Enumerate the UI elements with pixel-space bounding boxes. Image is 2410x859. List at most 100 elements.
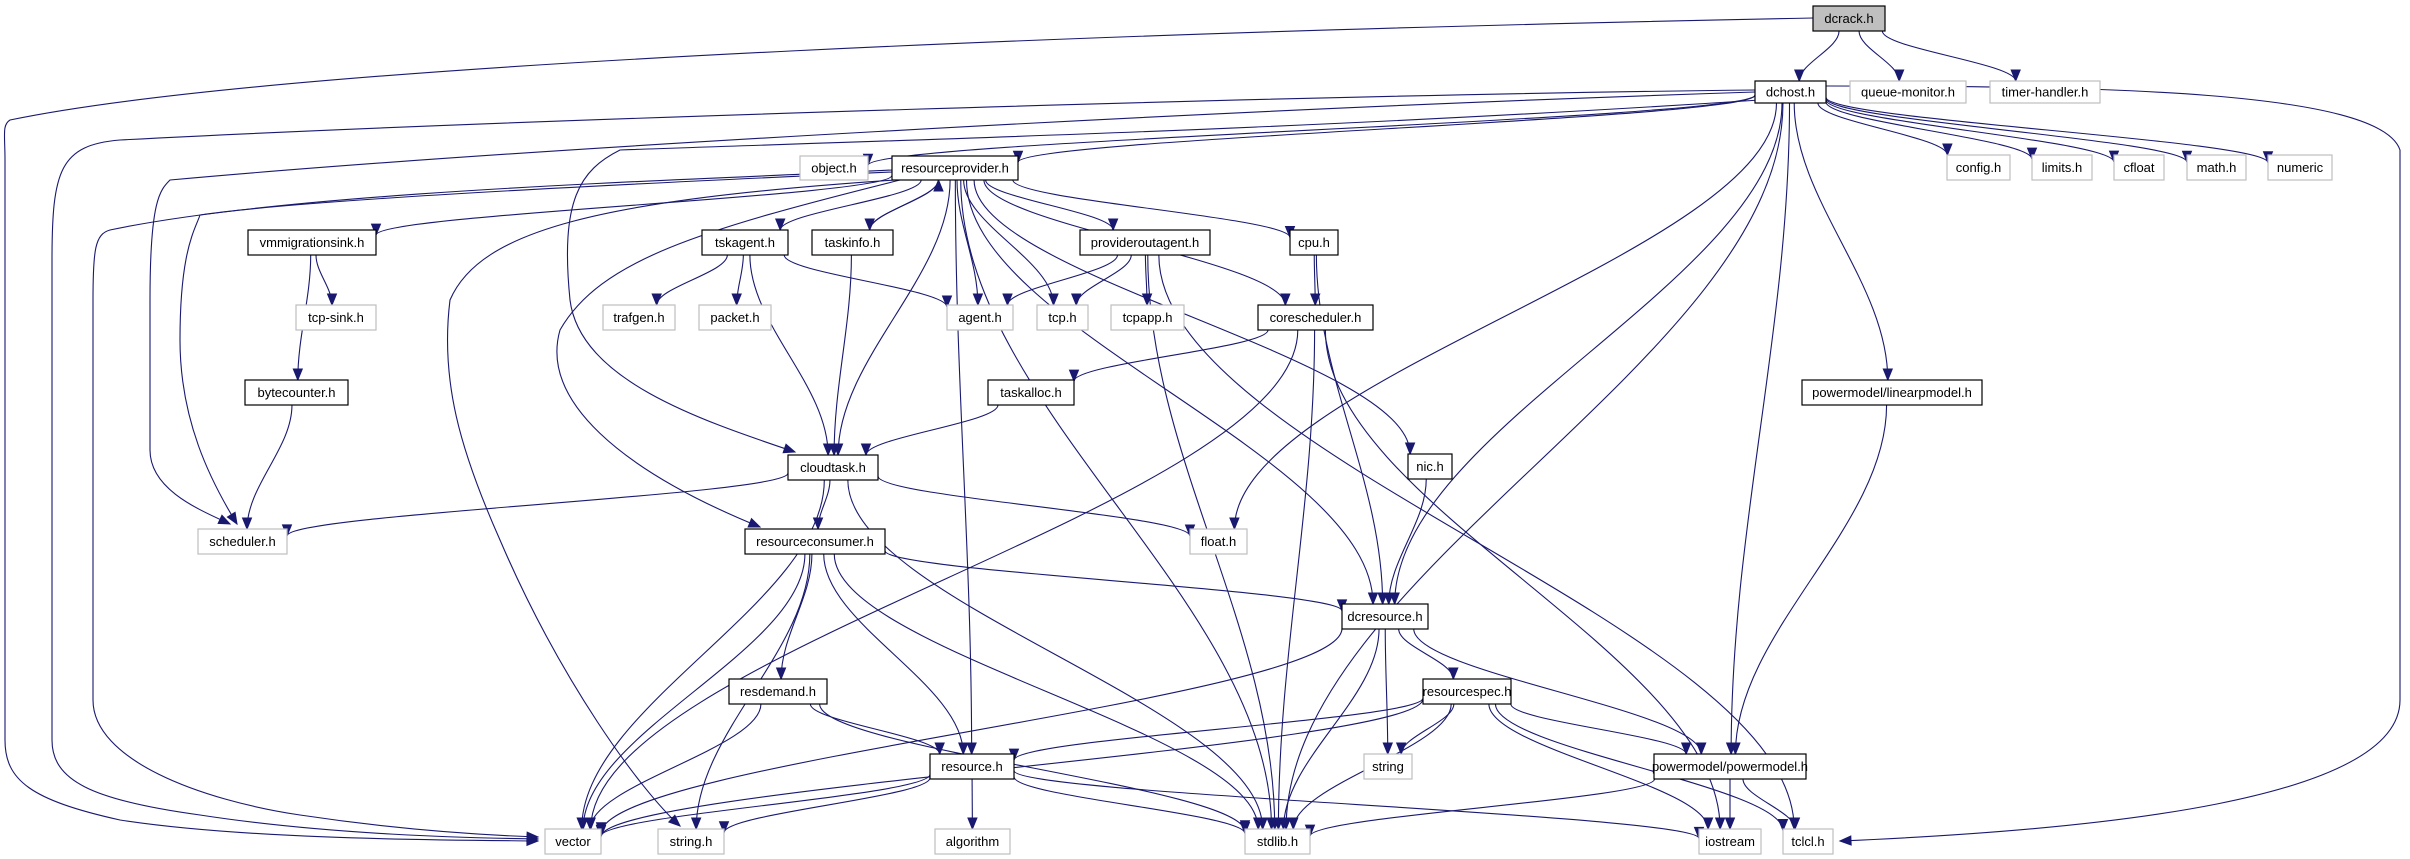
edge-resourceprovider-to-tskagent (774, 179, 922, 232)
arrowhead-icon (1777, 819, 1789, 832)
arrowhead-icon (1278, 817, 1289, 831)
node-powermodel[interactable]: powermodel/powermodel.h (1652, 753, 1808, 780)
edge-line (965, 179, 1374, 605)
edge-line (1398, 628, 1454, 680)
node-vector: vector (544, 828, 602, 855)
edge-resourceconsumer-to-vector (577, 553, 806, 831)
edge-corescheduler-to-stdlib (1273, 329, 1316, 831)
edge-dcrack-to-timerhandler (1881, 30, 2021, 83)
node-resourceprovider[interactable]: resourceprovider.h (891, 155, 1019, 181)
edge-line (749, 254, 829, 456)
node-label: math.h (2197, 160, 2237, 175)
arrowhead-icon (1239, 822, 1251, 835)
node-cloudtask[interactable]: cloudtask.h (787, 454, 879, 481)
node-tskagent[interactable]: tskagent.h (701, 229, 789, 256)
edge-line (1013, 770, 1700, 839)
node-nic[interactable]: nic.h (1407, 453, 1453, 480)
node-bytecounter[interactable]: bytecounter.h (244, 379, 349, 406)
node-box (946, 304, 1014, 331)
edge-line (1510, 703, 1687, 755)
edge-dchost-to-dcresource (1389, 102, 1783, 606)
arrowhead-icon (2026, 147, 2038, 161)
node-box (2267, 154, 2333, 181)
edge-line (1384, 628, 1389, 755)
node-resdemand[interactable]: resdemand.h (728, 678, 828, 705)
arrowhead-icon (1404, 442, 1416, 456)
edge-line (1734, 404, 1888, 755)
edge-line (1073, 329, 1269, 382)
edge-dchost-to-scheduler (149, 91, 1756, 525)
node-box (295, 304, 377, 331)
edge-dchost-to-cloudtask (566, 99, 1761, 454)
edge-line (375, 174, 893, 236)
node-label: tskagent.h (715, 235, 775, 250)
arrowhead-icon (860, 443, 872, 457)
arrowhead-icon (667, 814, 681, 827)
edge-line (286, 472, 789, 537)
arrowhead-icon (1395, 742, 1407, 756)
arrowhead-icon (782, 443, 797, 454)
edge-corescheduler-to-taskalloc (1068, 329, 1269, 383)
node-dcresource[interactable]: dcresource.h (1341, 603, 1429, 630)
node-box (929, 753, 1015, 780)
node-dcrack[interactable]: dcrack.h (1812, 5, 1886, 32)
edge-dchost-to-linearpmodel (1793, 102, 1894, 382)
arrowhead-icon (1367, 592, 1379, 606)
edge-resourceconsumer-to-resource (823, 553, 969, 756)
arrowhead-icon (651, 293, 662, 307)
edge-tskagent-to-cloudtask (749, 254, 834, 457)
node-box (728, 678, 828, 705)
edge-line (1388, 478, 1427, 605)
edge-line (779, 179, 922, 231)
arrowhead-icon (1048, 293, 1059, 307)
node-box (698, 304, 772, 331)
node-taskalloc[interactable]: taskalloc.h (987, 379, 1075, 406)
edge-nic-to-dcresource (1383, 478, 1427, 606)
edges-layer (3, 17, 2401, 847)
edge-cpu-to-corescheduler (1310, 254, 1321, 307)
node-resourceconsumer[interactable]: resourceconsumer.h (744, 528, 886, 555)
edge-dcresource-to-resourcespec (1398, 628, 1459, 681)
edge-resourcespec-to-iostream (1488, 703, 1714, 831)
edge-line (600, 774, 931, 837)
edge-dchost-to-powermodel (1725, 102, 1791, 756)
node-box (1289, 229, 1339, 256)
edge-line (1013, 776, 1246, 834)
node-provideroutagent[interactable]: provideroutagent.h (1079, 229, 1211, 256)
edge-resourceprovider-to-tcp (963, 179, 1059, 307)
edge-line (1017, 94, 1756, 163)
edge-resourceprovider-to-vector (92, 169, 893, 842)
node-dchost[interactable]: dchost.h (1754, 80, 1827, 104)
edge-resourceprovider-to-stringh (446, 179, 896, 827)
node-vmmigrationsink[interactable]: vmmigrationsink.h (247, 229, 377, 256)
node-queuemonitor: queue-monitor.h (1849, 80, 1967, 104)
edge-line (1825, 99, 2115, 163)
edge-resourcespec-to-resource (1008, 697, 1424, 762)
edge-dcrack-to-dchost (1794, 30, 1840, 83)
node-resourcespec[interactable]: resourcespec.h (1422, 678, 1512, 705)
arrowhead-icon (217, 514, 232, 525)
edge-resourceprovider-to-agent (956, 179, 984, 307)
node-box (1189, 528, 1248, 555)
node-box (2031, 154, 2093, 181)
edge-resourceprovider-to-cloudtask (832, 179, 951, 457)
node-cpu[interactable]: cpu.h (1289, 229, 1339, 256)
node-resource[interactable]: resource.h (929, 753, 1015, 780)
arrowhead-icon (1882, 368, 1894, 382)
node-cfloat: cfloat (2113, 154, 2165, 181)
edge-line (149, 91, 1756, 525)
node-taskinfo[interactable]: taskinfo.h (811, 229, 894, 256)
edge-resdemand-to-stdlib (819, 703, 1251, 834)
edge-resdemand-to-vector (584, 703, 762, 831)
node-box (602, 304, 676, 331)
edge-line (833, 254, 852, 456)
node-stdlib: stdlib.h (1244, 828, 1311, 855)
edge-bytecounter-to-scheduler (241, 404, 293, 531)
node-label: string.h (670, 834, 713, 849)
edge-line (833, 553, 1259, 830)
node-object: object.h (799, 155, 869, 181)
node-linearpmodel[interactable]: powermodel/linearpmodel.h (1801, 379, 1983, 406)
edge-resourceprovider-to-stdlib (960, 179, 1277, 831)
node-box (244, 379, 349, 406)
node-corescheduler[interactable]: corescheduler.h (1257, 304, 1374, 331)
